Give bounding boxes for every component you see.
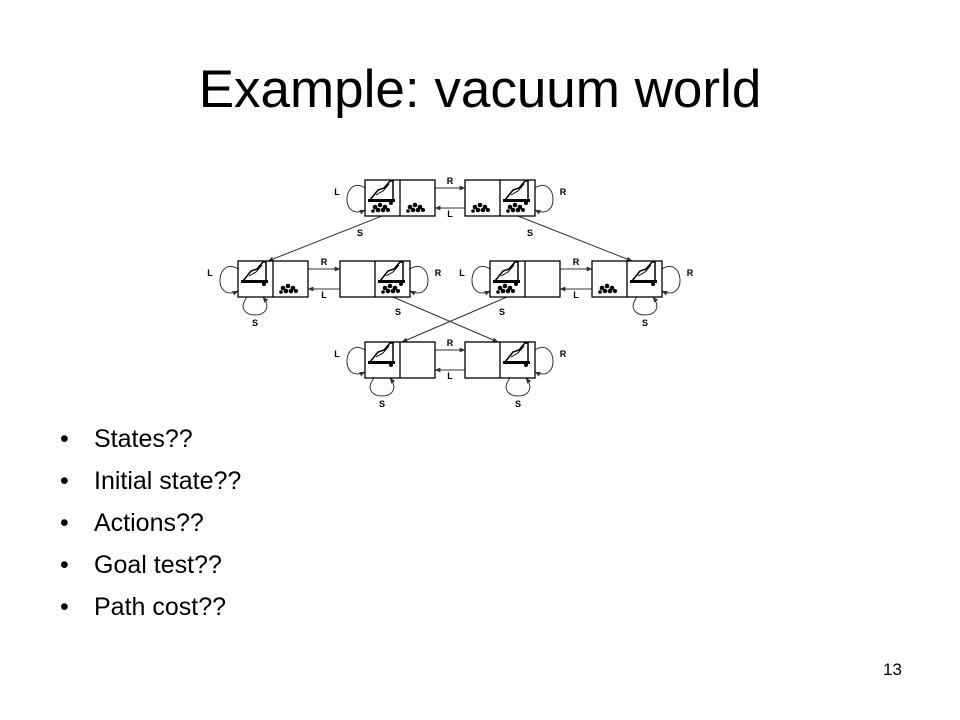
self-loop-arrow <box>346 347 366 377</box>
self-loop-arrow <box>471 266 491 296</box>
state-s6 <box>591 260 663 298</box>
state-s1 <box>364 179 436 217</box>
action-label: L <box>447 209 453 219</box>
action-label: S <box>527 228 533 238</box>
action-label: L <box>573 290 579 300</box>
state-s2 <box>464 179 536 217</box>
self-loop-arrow <box>505 377 532 397</box>
action-label: L <box>334 349 340 359</box>
transition-arrow <box>401 296 508 343</box>
bullet-item: Path cost?? <box>60 586 241 628</box>
action-label: R <box>447 176 454 186</box>
bullet-item: Initial state?? <box>60 460 241 502</box>
transition-labels: R L R L R L R L L R L R L R L R S S S S S S S S <box>207 176 694 409</box>
action-label: S <box>515 399 521 409</box>
action-label: R <box>321 257 328 267</box>
state-s4 <box>339 260 411 298</box>
self-loop-arrow <box>369 377 396 397</box>
bullet-item: Actions?? <box>60 502 241 544</box>
action-label: R <box>447 338 454 348</box>
action-label: L <box>334 187 340 197</box>
action-label: S <box>499 307 505 317</box>
action-label: L <box>459 268 465 278</box>
action-label: S <box>357 228 363 238</box>
action-label: S <box>379 399 385 409</box>
question-list: States?? Initial state?? Actions?? Goal … <box>60 418 241 628</box>
slide-title: Example: vacuum world <box>198 60 762 119</box>
state-nodes <box>237 179 663 379</box>
action-label: L <box>447 371 453 381</box>
bullet-item: States?? <box>60 418 241 460</box>
action-label: R <box>435 268 442 278</box>
self-loop-arrow <box>219 266 239 296</box>
action-label: S <box>642 318 648 328</box>
action-label: L <box>207 268 213 278</box>
self-loop-arrow <box>534 347 554 377</box>
action-label: S <box>395 307 401 317</box>
action-label: R <box>687 268 694 278</box>
action-label: R <box>573 257 580 267</box>
state-s7 <box>364 341 436 379</box>
self-loop-arrow <box>661 266 681 296</box>
self-loop-arrow <box>346 185 366 215</box>
action-label: R <box>560 349 567 359</box>
action-label: L <box>321 290 327 300</box>
action-label: R <box>560 187 567 197</box>
state-s3 <box>237 260 309 298</box>
state-s8 <box>464 341 536 379</box>
self-loop-arrow <box>534 185 554 215</box>
transition-arrow <box>392 296 499 343</box>
page-number: 13 <box>883 660 902 679</box>
self-loop-arrow <box>632 296 659 316</box>
action-label: S <box>252 318 258 328</box>
bullet-item: Goal test?? <box>60 544 241 586</box>
transition-edges <box>219 185 681 397</box>
state-s5 <box>489 260 561 298</box>
self-loop-arrow <box>409 266 429 296</box>
transition-arrow <box>517 215 633 262</box>
transition-arrow <box>267 215 383 262</box>
self-loop-arrow <box>242 296 269 316</box>
